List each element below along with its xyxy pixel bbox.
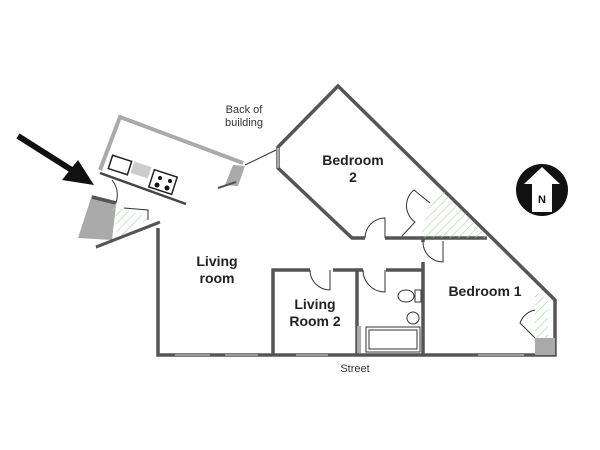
north-label: N	[538, 194, 546, 206]
living-room-2-label: Living Room 2	[289, 296, 341, 329]
closet-bedroom-1	[535, 290, 548, 338]
north-compass-icon	[516, 164, 568, 216]
back-of-building-label: Back of building	[225, 104, 263, 129]
bathtub-icon	[365, 326, 421, 353]
entry-area	[78, 179, 161, 249]
stove-icon	[147, 168, 179, 196]
street-label: Street	[340, 363, 370, 375]
doors	[309, 189, 536, 339]
kitchen	[98, 114, 277, 206]
bathroom-fixtures	[365, 289, 422, 353]
bedroom-2-label: Bedroom 2	[322, 152, 384, 185]
closet-bedroom-2	[420, 190, 490, 238]
bedroom-1-label: Bedroom 1	[448, 283, 522, 299]
living-room-label: Living room	[196, 253, 238, 286]
entrance-arrow-icon	[16, 133, 94, 185]
sink-icon	[107, 154, 133, 176]
